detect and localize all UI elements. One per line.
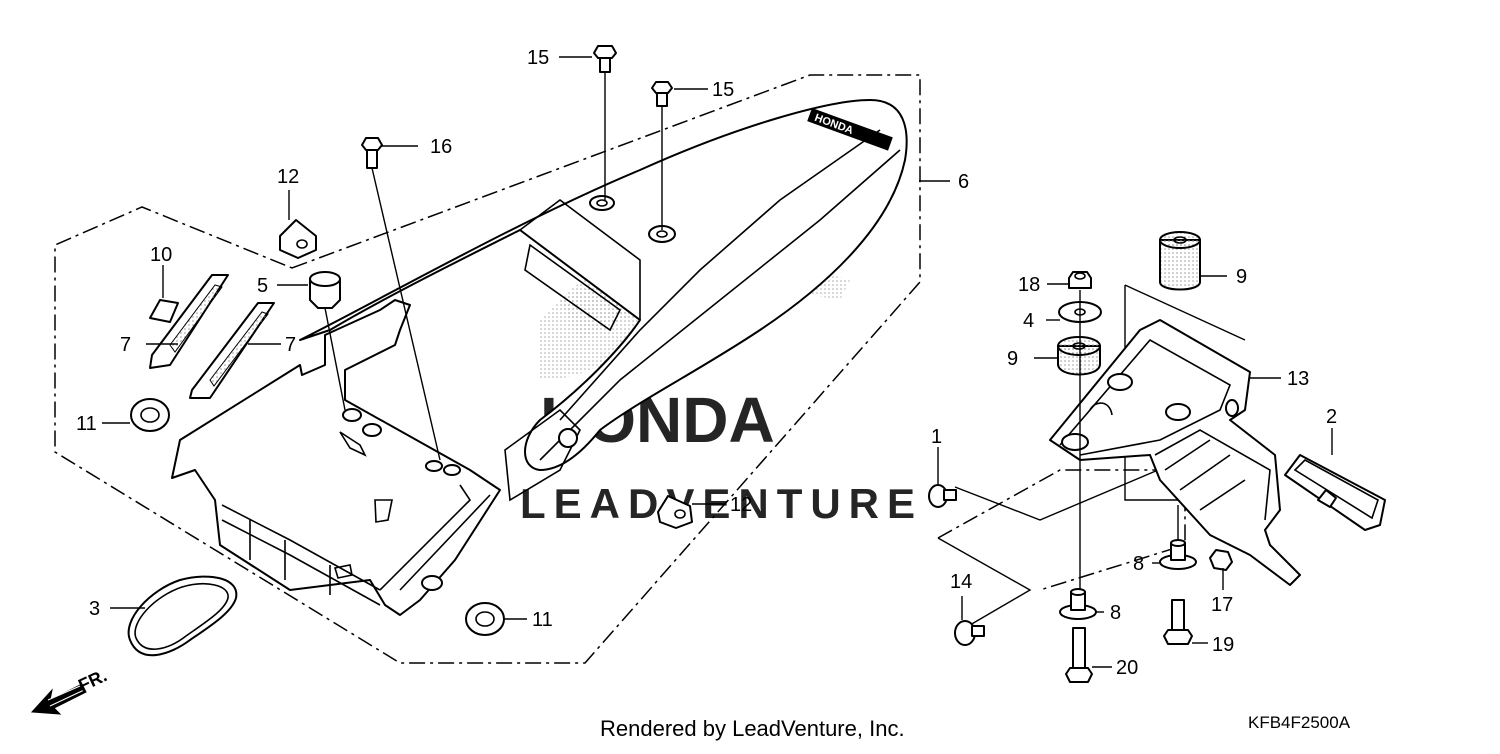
diagram-code: KFB4F2500A	[1248, 713, 1351, 732]
callout-5: 5	[257, 275, 268, 297]
clip-nut-lower[interactable]	[657, 495, 693, 529]
screw-1[interactable]	[928, 484, 957, 508]
callout-10: 10	[150, 244, 172, 266]
callout-19: 19	[1212, 634, 1234, 656]
reflector-pad[interactable]	[149, 299, 179, 323]
callout-7a: 7	[120, 334, 131, 356]
rubber-mount-lower[interactable]	[1057, 336, 1101, 376]
callout-20: 20	[1116, 657, 1138, 679]
inner-fender-tray[interactable]	[171, 299, 501, 616]
callout-14: 14	[950, 571, 972, 593]
callout-8b: 8	[1110, 602, 1121, 624]
license-plate-bracket[interactable]	[1049, 319, 1301, 586]
bolt-20[interactable]	[1065, 627, 1093, 683]
side-reflector-right[interactable]	[189, 302, 275, 399]
callout-12a: 12	[277, 166, 299, 188]
license-bracket-group-outline	[937, 469, 1186, 591]
callout-8a: 8	[1133, 553, 1144, 575]
clip-nut-upper[interactable]	[279, 219, 317, 259]
callout-9a: 9	[1236, 266, 1247, 288]
bolt-15-right[interactable]	[651, 81, 673, 230]
callout-2: 2	[1326, 406, 1337, 428]
callout-11a: 11	[76, 413, 97, 435]
side-reflector-left[interactable]	[149, 274, 229, 369]
callout-18: 18	[1018, 274, 1040, 296]
license-light-lens[interactable]	[1284, 454, 1386, 531]
callout-7b: 7	[285, 334, 296, 356]
nut-18[interactable]	[1068, 271, 1092, 289]
leader-lines	[102, 56, 1333, 668]
callout-17: 17	[1211, 594, 1233, 616]
bolt-15-left[interactable]	[593, 45, 617, 200]
rear-fender[interactable]: HONDA	[299, 99, 908, 502]
collar-8-upper[interactable]	[1159, 539, 1197, 570]
screw-14[interactable]	[954, 620, 985, 646]
rubber-mount-upper[interactable]	[1159, 231, 1201, 291]
callout-13: 13	[1287, 368, 1309, 390]
callout-3: 3	[89, 598, 100, 620]
callout-4: 4	[1023, 310, 1034, 332]
callout-12b: 12	[730, 494, 752, 516]
grommet-lower[interactable]	[465, 602, 505, 636]
front-direction-arrow: FR.	[30, 665, 110, 715]
callout-6: 6	[958, 171, 969, 193]
callout-16: 16	[430, 136, 452, 158]
fender-cushion[interactable]	[309, 271, 346, 411]
callout-1: 1	[931, 426, 942, 448]
collar-8-lower[interactable]	[1059, 588, 1097, 620]
callout-labels: 15 15 16 12 10 5 7 7 11 11 12 3 6 18 4 9…	[76, 47, 1337, 679]
callout-15a: 15	[527, 47, 549, 69]
bolt-19[interactable]	[1163, 599, 1193, 645]
callout-9b: 9	[1007, 348, 1018, 370]
bolt-16[interactable]	[361, 137, 441, 461]
callout-11b: 11	[532, 609, 553, 631]
rubber-band[interactable]	[127, 575, 238, 657]
rendered-by-credit: Rendered by LeadVenture, Inc.	[600, 716, 905, 741]
grommet-upper[interactable]	[130, 398, 170, 432]
nut-17[interactable]	[1209, 549, 1233, 571]
callout-15b: 15	[712, 79, 734, 101]
